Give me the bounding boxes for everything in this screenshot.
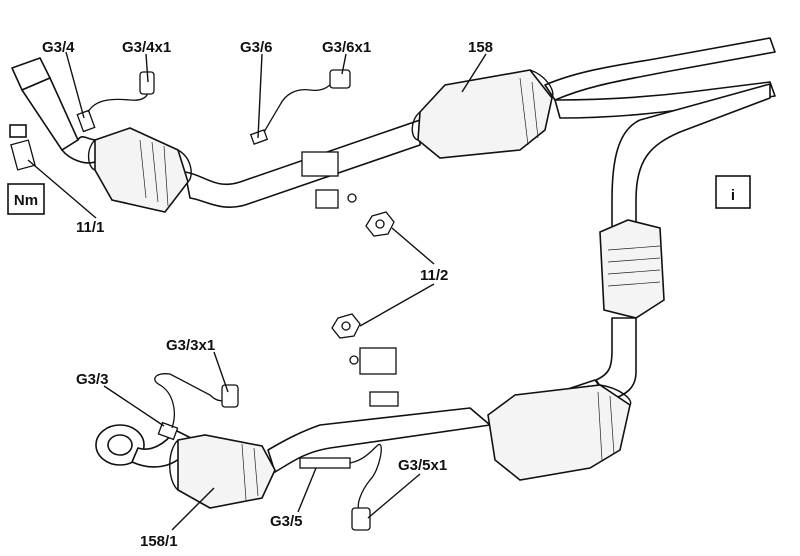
label-g3-5: G3/5 [270, 513, 303, 530]
catalytic-converter-upper-left [87, 127, 192, 213]
oxygen-sensor-g3-5 [299, 444, 382, 531]
info-box: i [715, 175, 751, 209]
mounting-bracket-upper [301, 151, 357, 209]
info-box-label: i [731, 187, 735, 204]
leader-lines [27, 51, 487, 531]
upper-exhaust-pipe [11, 37, 776, 231]
torque-box: Nm [7, 183, 45, 215]
torque-box-label: Nm [14, 192, 38, 209]
catalytic-converter-lower-right [487, 384, 632, 481]
label-11-1: 11/1 [76, 219, 104, 236]
catalytic-converter-158-1 [169, 434, 276, 509]
mounting-bracket-lower [349, 347, 399, 407]
label-g3-6x1: G3/6x1 [322, 39, 371, 56]
label-g3-4x1: G3/4x1 [122, 39, 171, 56]
label-g3-5x1: G3/5x1 [398, 457, 447, 474]
oxygen-sensor-g3-6 [249, 69, 351, 145]
label-158-1: 158/1 [140, 533, 178, 550]
label-g3-3x1: G3/3x1 [166, 337, 215, 354]
bolt-11-1 [9, 124, 36, 171]
label-158: 158 [468, 39, 493, 56]
nut-11-2-lower [331, 313, 361, 339]
nut-11-2-upper [365, 211, 395, 237]
label-11-2: 11/2 [420, 267, 448, 284]
oxygen-sensor-g3-3 [154, 373, 239, 441]
catalytic-converter-right [595, 219, 665, 401]
label-g3-3: G3/3 [76, 371, 109, 388]
catalytic-converter-158 [411, 69, 554, 159]
oxygen-sensor-g3-4 [76, 71, 155, 133]
label-g3-4: G3/4 [42, 39, 75, 56]
label-g3-6: G3/6 [240, 39, 273, 56]
